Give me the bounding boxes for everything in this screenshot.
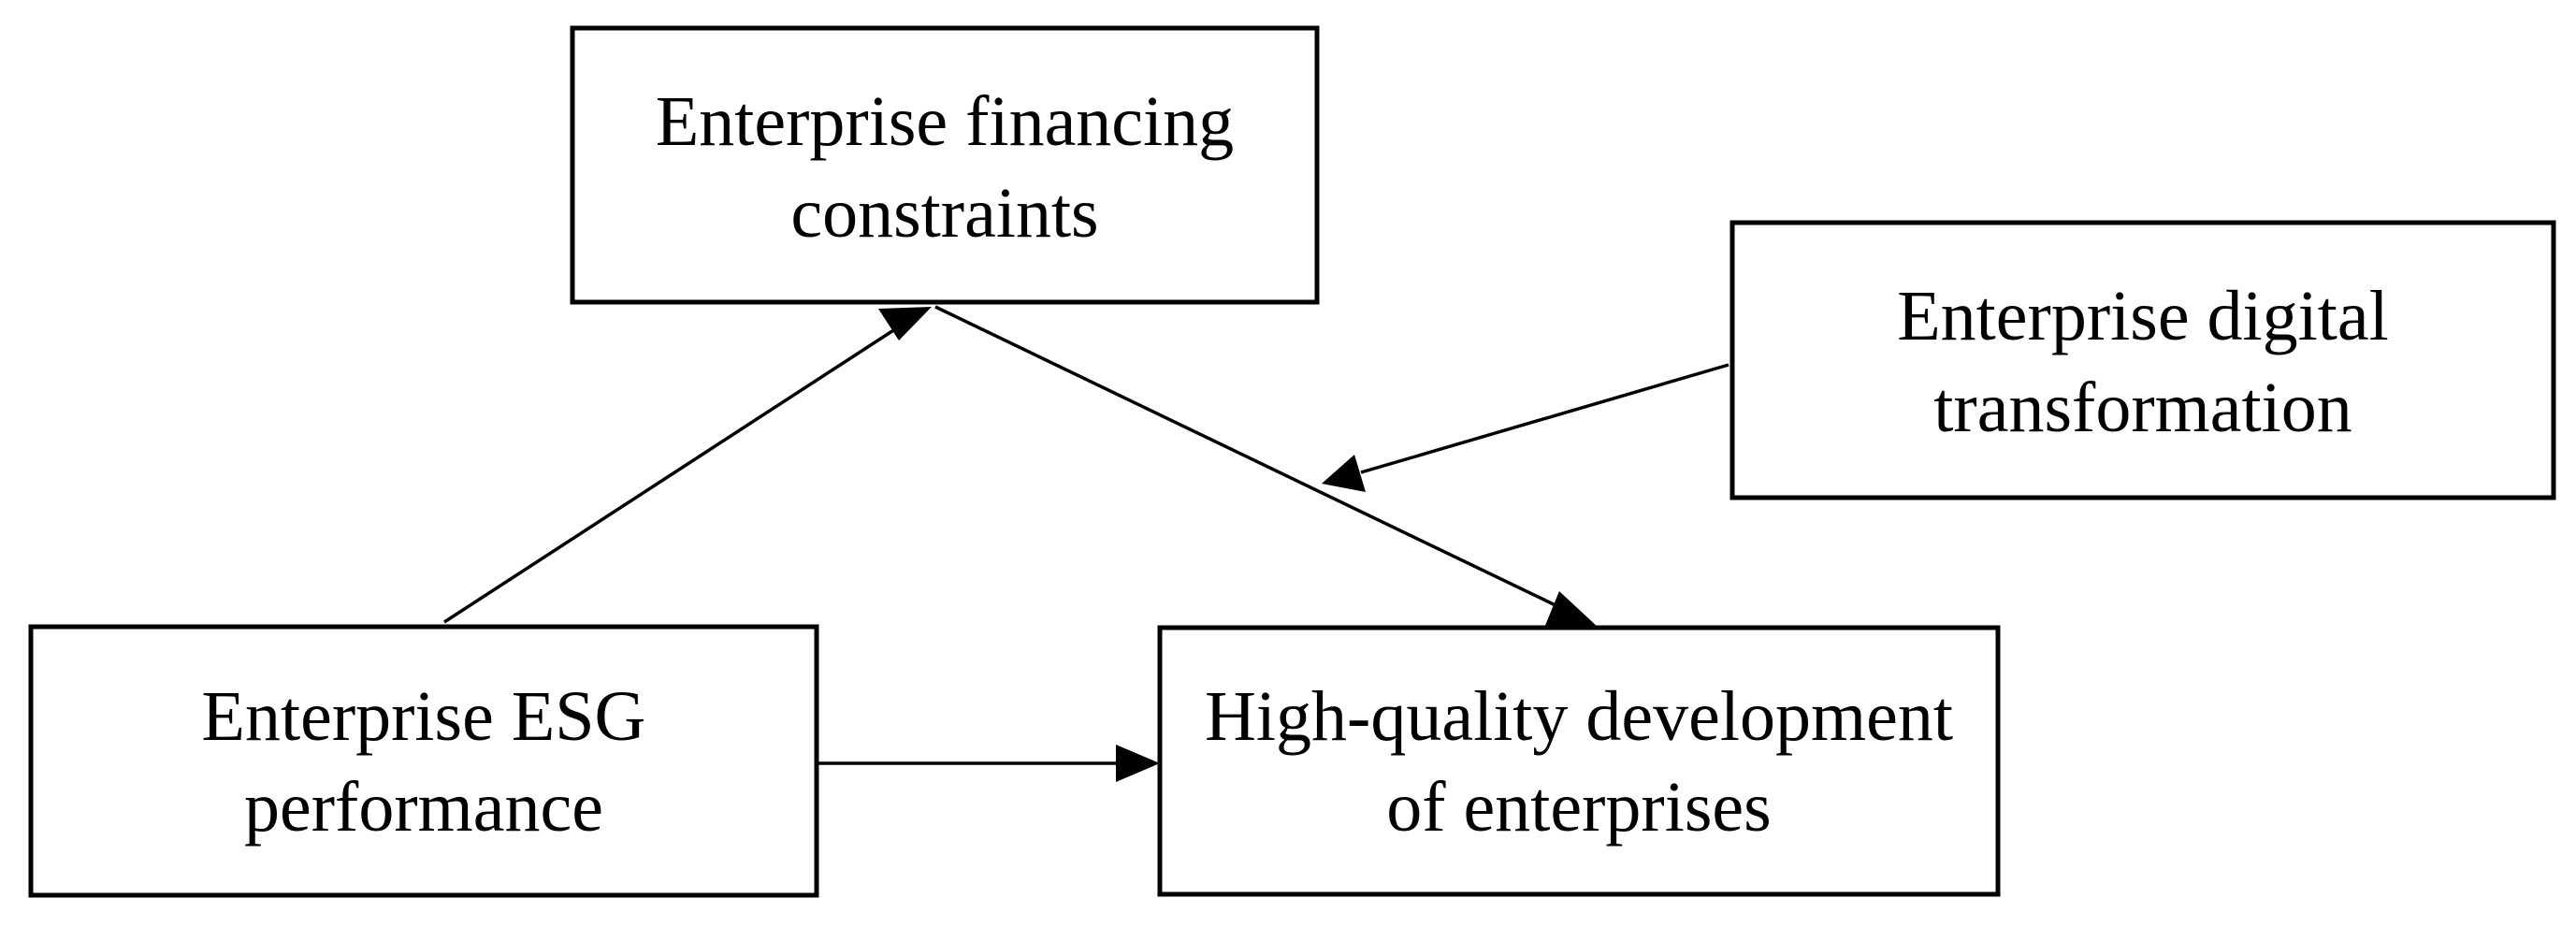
edge-financing-to-hqd [934,305,1558,608]
node-box [28,624,819,898]
node-digital-transformation: Enterprise digital transformation [1729,220,2556,500]
node-high-quality-development: High-quality development of enterprises [1157,625,2001,897]
edges [443,305,1729,782]
arrow-head-esg-to-financing [878,307,932,340]
node-box [570,25,1320,305]
node-label-line-1: Enterprise financing [656,82,1234,161]
arrow-head-esg-to-hqd [1116,745,1160,782]
edge-digital-moderation [1360,363,1729,474]
node-label-line-2: constraints [790,174,1098,253]
node-label-line-2: of enterprises [1386,768,1772,847]
node-label-line-1: Enterprise digital [1897,277,2389,355]
node-financing-constraints: Enterprise financing constraints [570,25,1320,305]
arrow-head-financing-to-hqd [1544,591,1599,629]
node-label-line-2: performance [244,768,603,847]
node-esg-performance: Enterprise ESG performance [28,624,819,898]
edge-esg-to-financing [443,326,899,624]
node-label-line-1: High-quality development [1205,677,1953,756]
arrow-head-digital-moderation [1322,455,1366,492]
node-box [1157,625,2001,897]
node-label-line-1: Enterprise ESG [202,677,646,756]
node-box [1729,220,2556,500]
node-label-line-2: transformation [1933,369,2352,447]
